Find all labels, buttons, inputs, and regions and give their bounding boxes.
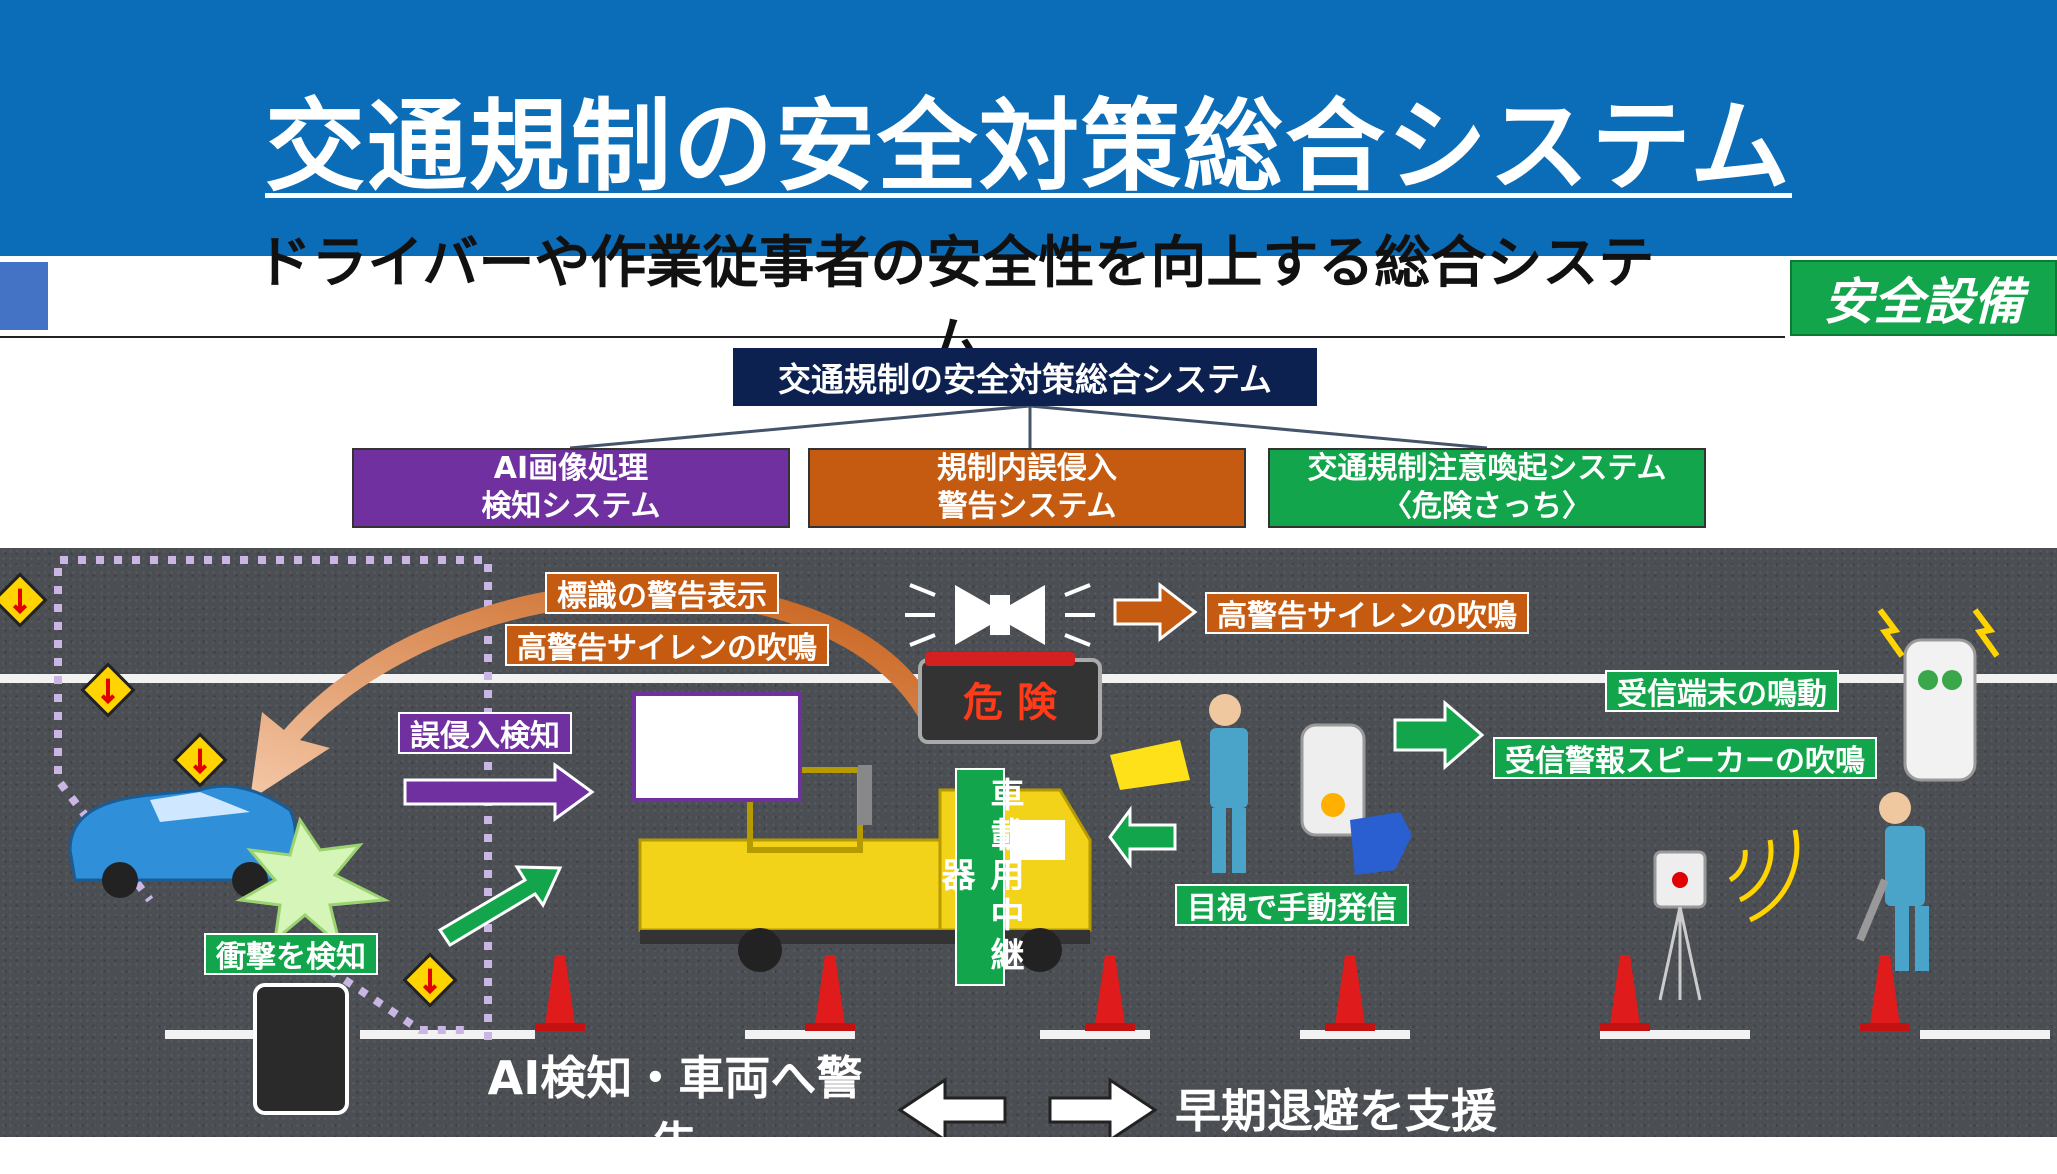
traffic-alert-system-node: 交通規制注意喚起システム 〈危険さっち〉 [1268, 448, 1706, 528]
hand-icon [1350, 812, 1412, 875]
curved-warning-arrow [250, 581, 940, 800]
receiver-device-icon [1903, 638, 1977, 782]
led-board-text: 危 険 [963, 680, 1058, 726]
intrusion-system-line2: 警告システム [937, 489, 1117, 524]
bottom-left-caption: AI検知・車両へ警告 [488, 1051, 863, 1171]
detector-photo [632, 692, 802, 802]
page-title: 交通規制の安全対策総合システム [265, 87, 1792, 205]
system-root-node: 交通規制の安全対策総合システム [733, 348, 1317, 406]
speaker-siren-label: 受信警報スピーカーの吹鳴 [1493, 737, 1877, 779]
header-banner [0, 0, 2057, 256]
tool-worker-icon [1856, 792, 1929, 971]
ai-detection-system-node: AI画像処理 検知システム [352, 448, 790, 528]
alert-system-line1: 交通規制注意喚起システム [1307, 451, 1667, 486]
impact-icon [235, 816, 391, 950]
left-arrow-icon [897, 1077, 1007, 1137]
ai-system-line2: 検知システム [481, 489, 661, 524]
car-icon [68, 784, 297, 898]
intrusion-arrow [403, 762, 595, 822]
receiver-ring-label: 受信端末の鳴動 [1605, 670, 1839, 712]
green-left-arrow [1108, 805, 1177, 869]
traffic-cone-icon [535, 955, 1910, 1031]
flag-worker-icon [1110, 694, 1248, 873]
siren-right-label: 高警告サイレンの吹鳴 [1205, 592, 1529, 634]
hierarchy-connectors [569, 404, 1488, 450]
intrusion-detect-label: 誤侵入検知 [398, 712, 572, 754]
category-badge: 安全設備 [1790, 260, 2057, 336]
siren-speaker-icon [905, 583, 1095, 647]
green-diagonal-arrow [437, 865, 563, 948]
sign-warning-label: 標識の警告表示 [545, 572, 779, 614]
transmitter-icon [1300, 723, 1366, 837]
siren-left-label: 高警告サイレンの吹鳴 [505, 624, 829, 666]
subtitle-accent [0, 262, 48, 330]
alert-system-line2: 〈危険さっち〉 [1382, 489, 1592, 524]
ai-system-line1: AI画像処理 [493, 451, 649, 486]
impact-detect-label: 衝撃を検知 [204, 933, 378, 975]
right-arrow-icon [1048, 1077, 1158, 1137]
manual-send-label: 目視で手動発信 [1175, 884, 1409, 926]
bottom-right-caption: 早期退避を支援 [1175, 1084, 1497, 1138]
relay-label: 車載用中継器 [935, 768, 1024, 986]
intrusion-system-line1: 規制内誤侵入 [937, 451, 1117, 486]
lane-dashes [165, 1030, 2050, 1039]
green-right-arrow [1393, 699, 1485, 771]
siren-arrow [1113, 581, 1198, 643]
intrusion-warning-system-node: 規制内誤侵入 警告システム [808, 448, 1246, 528]
impact-sensor-icon [253, 983, 349, 1115]
subtitle-bar [0, 258, 1785, 338]
tripod-speaker-icon [1653, 829, 1800, 1001]
